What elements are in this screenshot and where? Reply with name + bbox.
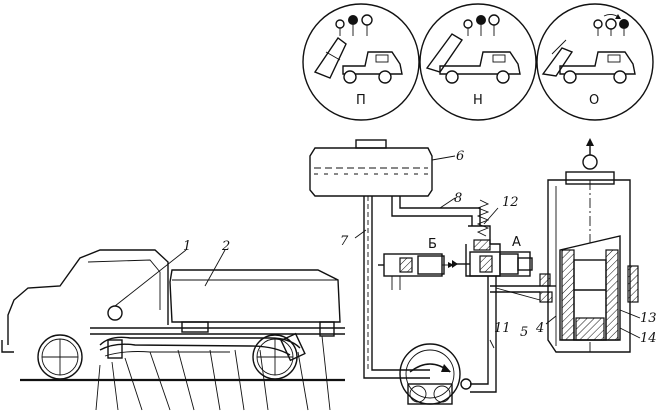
inset-raise-label: П <box>356 93 366 108</box>
return-line <box>391 196 481 226</box>
lift-arrow-icon <box>586 138 594 146</box>
callout-13: 13 <box>640 311 657 326</box>
callout-1: 1 <box>183 239 191 254</box>
inset-lower-label: О <box>589 93 599 108</box>
suction-line <box>354 196 430 379</box>
dump-truck <box>1 249 345 411</box>
inset-neutral-label: Н <box>473 93 483 108</box>
callout-6: 6 <box>456 149 464 164</box>
inset-raise: П <box>302 3 420 121</box>
knob-active-icon <box>348 15 358 25</box>
pump-1 <box>107 305 123 321</box>
distributor-valve <box>378 199 541 301</box>
pressure-line <box>470 276 497 393</box>
callout-7: 7 <box>340 234 349 249</box>
dump-body <box>169 269 341 323</box>
valve-label-a: А <box>512 235 521 250</box>
valve-label-b: Б <box>428 237 437 252</box>
inset-lower: О <box>536 3 654 121</box>
oil-tank <box>309 139 456 197</box>
inset-neutral: Н <box>419 3 537 121</box>
callout-5: 5 <box>520 325 528 340</box>
callout-11: 11 <box>494 321 511 336</box>
valve-b <box>383 253 443 277</box>
callout-14: 14 <box>640 331 657 346</box>
lift-cylinder <box>539 138 639 353</box>
callout-2: 2 <box>221 239 230 254</box>
callout-12: 12 <box>502 195 519 210</box>
callout-8: 8 <box>454 191 462 206</box>
truck-cab <box>7 249 169 345</box>
front-wheel <box>37 334 83 380</box>
callout-4: 4 <box>535 321 544 336</box>
gear-pump <box>399 343 472 405</box>
